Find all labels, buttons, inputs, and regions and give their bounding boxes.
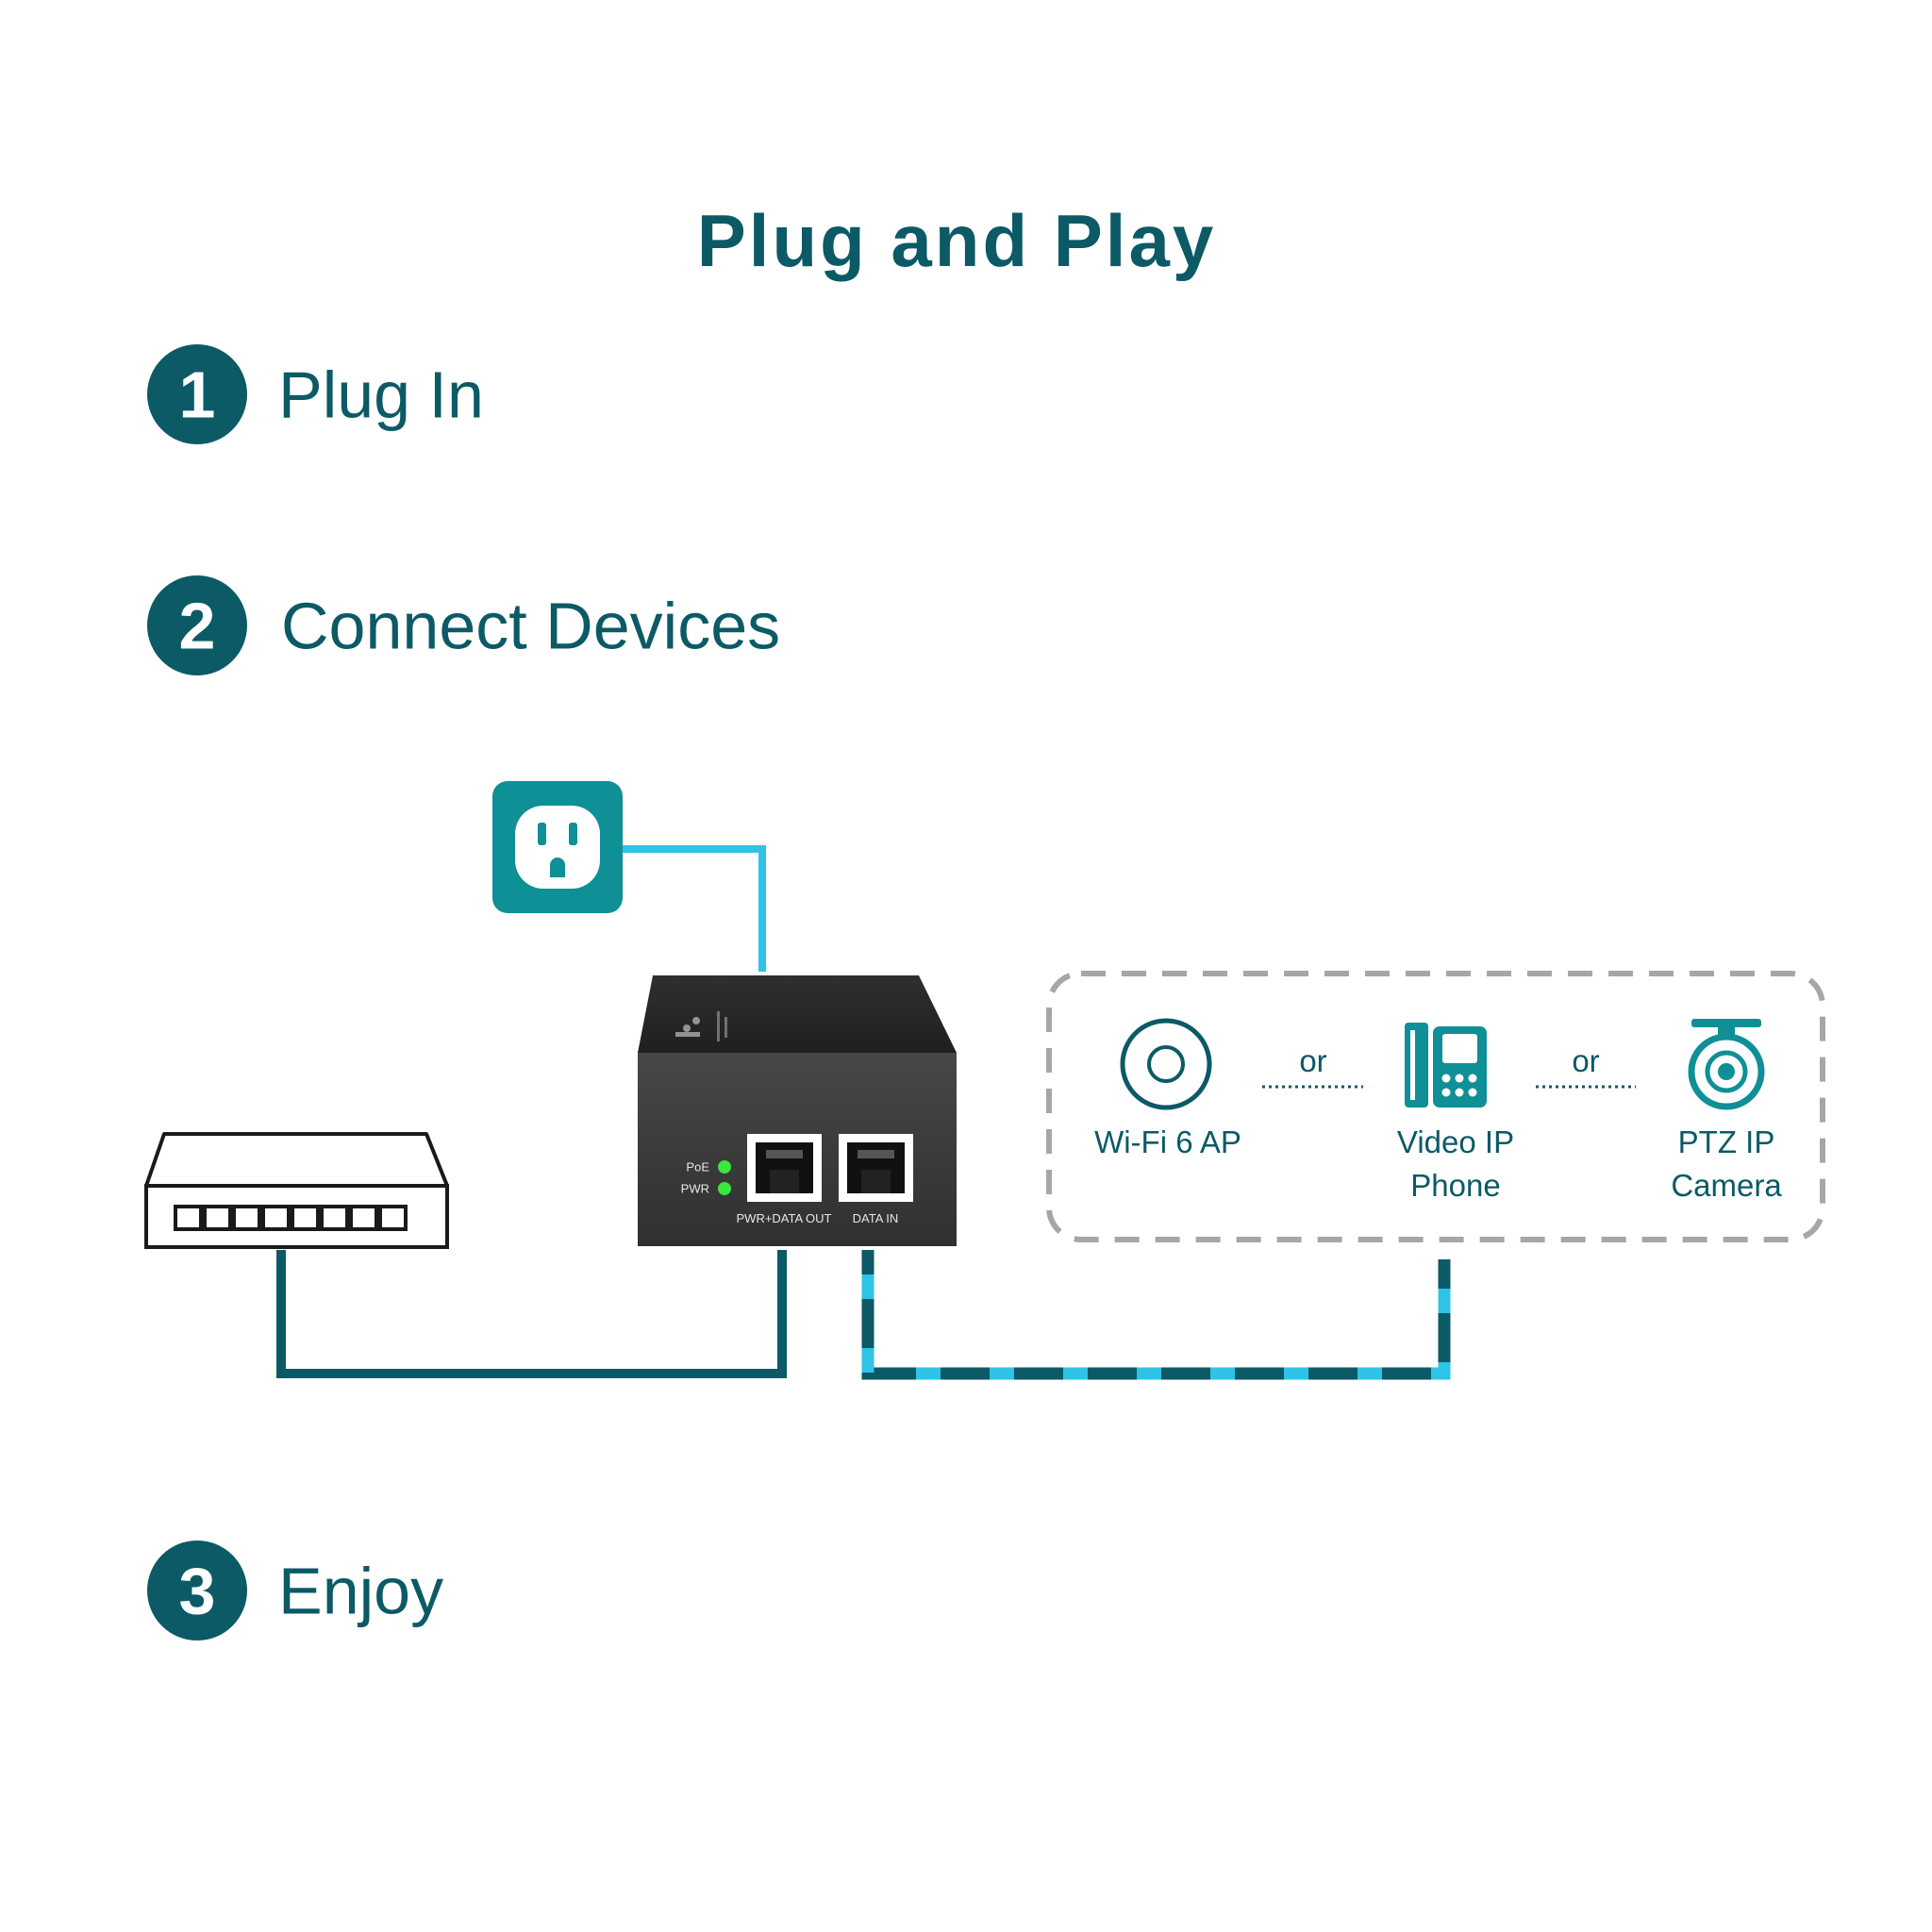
device-label-ptz-camera-line2: Camera [1671,1168,1782,1203]
device-label-ip-phone-line2: Phone [1410,1168,1500,1203]
svg-text:or: or [1299,1043,1326,1078]
or-separator-1: or [1262,1043,1363,1089]
power-cable [623,845,766,972]
switch-port [203,1205,232,1231]
step-1-number: 1 [179,358,216,432]
power-outlet-icon [492,781,623,913]
device-label-wifi-ap: Wi-Fi 6 AP [1094,1124,1241,1159]
switch-port [174,1205,203,1231]
poe-injector: PoE PWR PWR+DATA OUT DATA IN [638,975,957,1246]
ptz-camera-icon [1688,1019,1765,1110]
led-pwr [718,1182,731,1195]
step-3: 3 Enjoy [147,1541,443,1641]
step-2-label: Connect Devices [281,590,780,663]
step-2-badge [147,575,247,675]
port-data-in [839,1134,913,1202]
phone-key [1468,1088,1477,1097]
led-label-poe: PoE [686,1160,709,1174]
step-2-number: 2 [179,590,216,663]
led-label-pwr: PWR [681,1182,709,1196]
switch-port [232,1205,261,1231]
switch-port [261,1205,291,1231]
page-title: Plug and Play [697,199,1216,282]
network-switch-icon [144,1132,449,1249]
phone-key [1441,1088,1451,1097]
step-2: 2 Connect Devices [147,575,780,675]
port-label-pwr-data-out: PWR+DATA OUT [737,1211,832,1225]
step-1-label: Plug In [278,358,484,432]
step-3-label: Enjoy [278,1555,443,1628]
devices-box [1046,971,1825,1242]
phone-key [1468,1074,1477,1083]
poe-cable-stripes [861,1250,1451,1380]
switch-port [291,1205,320,1231]
step-3-badge [147,1541,247,1641]
step-1-badge [147,344,247,444]
device-label-ip-phone-line1: Video IP [1397,1124,1514,1159]
phone-keypad [1441,1074,1477,1097]
switch-ports [174,1205,408,1231]
access-point-icon [1120,1018,1212,1110]
tp-link-logo [675,1011,727,1041]
led-poe [718,1160,731,1174]
switch-port [349,1205,378,1231]
device-label-ptz-camera-line1: PTZ IP [1678,1124,1775,1159]
switch-port [378,1205,408,1231]
phone-key [1455,1088,1464,1097]
or-separator-2: or [1536,1043,1636,1089]
port-label-data-in: DATA IN [853,1211,899,1225]
ip-phone-icon [1405,1023,1487,1108]
svg-text:or: or [1572,1043,1599,1078]
ethernet-cable-switch [276,1250,787,1378]
step-3-number: 3 [179,1555,216,1628]
phone-key [1441,1074,1451,1083]
switch-port [320,1205,349,1231]
step-1: 1 Plug In [147,344,484,444]
poe-cable-base [861,1250,1451,1380]
phone-key [1455,1074,1464,1083]
port-pwr-data-out [747,1134,822,1202]
